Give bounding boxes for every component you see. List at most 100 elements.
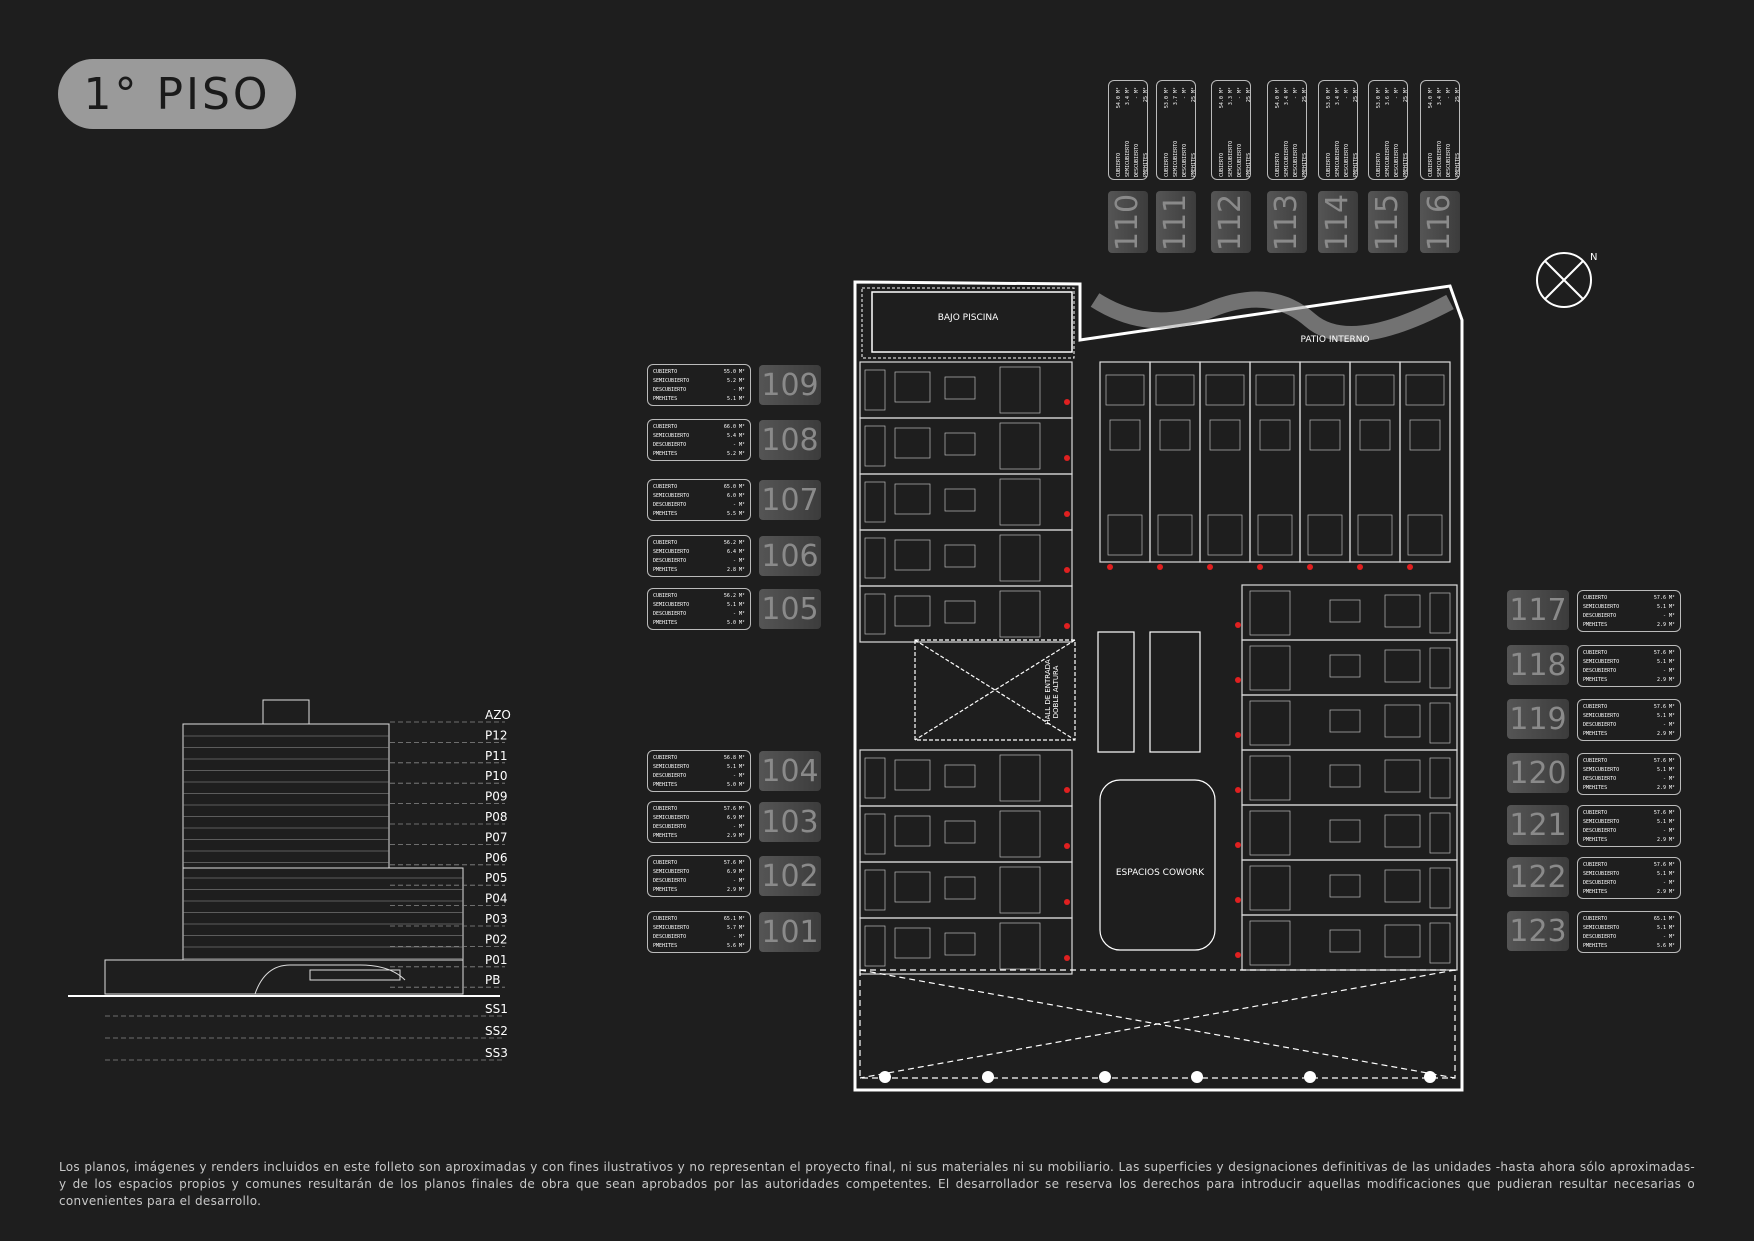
unit-121-number[interactable]: 121 — [1507, 805, 1569, 845]
area-row-label: SEMICUBIERTO — [653, 378, 690, 384]
area-row-value: 65.0 M² — [723, 484, 745, 490]
area-row-label: PMEHITES — [1583, 837, 1608, 843]
level-label-p11: P11 — [485, 749, 508, 763]
area-row-label: CUBIERTO — [1583, 916, 1608, 922]
area-row-label: DESCUBIERTO — [1583, 880, 1617, 886]
area-row-value: 5.7 M² — [726, 925, 745, 931]
unit-104-number[interactable]: 104 — [759, 751, 821, 791]
unit-116-number[interactable]: 116 — [1420, 191, 1460, 253]
area-row-label: CUBIERTO — [1326, 152, 1332, 177]
unit-103-number[interactable]: 103 — [759, 802, 821, 842]
level-label-p04: P04 — [485, 892, 508, 906]
area-row-label: SEMICUBIERTO — [1437, 140, 1443, 177]
area-row-value: 5.0 M² — [726, 782, 745, 788]
area-row-value: 5.1 M² — [1656, 871, 1675, 877]
area-row-value: 5.1 M² — [1656, 819, 1675, 825]
area-row-value: 5.0 M² — [726, 620, 745, 626]
unit-117-number[interactable]: 117 — [1507, 590, 1569, 630]
area-row-label: PMEHITES — [653, 887, 678, 893]
unit-102-number[interactable]: 102 — [759, 856, 821, 896]
area-row-label: SEMICUBIERTO — [653, 493, 690, 499]
hall-label: HALL DE ENTRADA — [1044, 659, 1052, 725]
area-row-value: 3.7 M² — [1173, 87, 1179, 106]
area-row-label: SEMICUBIERTO — [1583, 713, 1620, 719]
area-row-value: 57.6 M² — [723, 860, 745, 866]
level-label-p08: P08 — [485, 810, 508, 824]
level-label-pb: PB — [485, 973, 500, 987]
area-row-value: - M² — [732, 558, 745, 564]
area-row-value: - M² — [1446, 87, 1452, 100]
unit-115-number[interactable]: 115 — [1368, 191, 1408, 253]
area-row-label: SEMICUBIERTO — [1125, 140, 1131, 177]
area-row-value: 5.1 M² — [726, 602, 745, 608]
unit-120-number[interactable]: 120 — [1507, 753, 1569, 793]
level-label-p01: P01 — [485, 953, 508, 967]
area-row-label: CUBIERTO — [653, 916, 678, 922]
area-row-label: SEMICUBIERTO — [653, 433, 690, 439]
area-row-label: DESCUBIERTO — [653, 611, 687, 617]
area-row-value: 57.6 M² — [1653, 650, 1675, 656]
area-row-label: CUBIERTO — [653, 593, 678, 599]
area-row-label: CUBIERTO — [653, 806, 678, 812]
unit-118-number[interactable]: 118 — [1507, 645, 1569, 685]
area-row-label: DESCUBIERTO — [1583, 776, 1617, 782]
unit-106-number[interactable]: 106 — [759, 536, 821, 576]
area-row-value: 57.6 M² — [1653, 595, 1675, 601]
area-row-label: PMEHITES — [1143, 152, 1149, 177]
area-row-value: - M² — [732, 773, 745, 779]
area-row-value: 5.4 M² — [726, 433, 745, 439]
area-row-label: PMEHITES — [1403, 152, 1409, 177]
page-title: 1° PISO — [58, 59, 296, 129]
area-row-label: PMEHITES — [1455, 152, 1461, 177]
level-label-ss3: SS3 — [485, 1046, 508, 1060]
area-row-value: 2.9 M² — [1656, 837, 1675, 843]
area-row-label: DESCUBIERTO — [1583, 934, 1617, 940]
area-row-label: SEMICUBIERTO — [653, 549, 690, 555]
unit-114-number[interactable]: 114 — [1318, 191, 1358, 253]
area-row-label: SEMICUBIERTO — [1583, 659, 1620, 665]
area-row-value: - M² — [1237, 87, 1243, 100]
area-row-label: SEMICUBIERTO — [653, 764, 690, 770]
area-row-value: - M² — [732, 502, 745, 508]
area-row-value: - M² — [1662, 668, 1675, 674]
area-row-value: 57.6 M² — [1653, 758, 1675, 764]
area-row-value: - M² — [1662, 613, 1675, 619]
area-row-label: PMEHITES — [1583, 943, 1608, 949]
area-row-label: CUBIERTO — [1164, 152, 1170, 177]
area-row-label: SEMICUBIERTO — [653, 869, 690, 875]
north-compass-icon: N — [1536, 252, 1597, 308]
unit-113-number[interactable]: 113 — [1267, 191, 1307, 253]
unit-105-number[interactable]: 105 — [759, 589, 821, 629]
area-row-label: CUBIERTO — [1376, 152, 1382, 177]
area-row-label: SEMICUBIERTO — [1228, 140, 1234, 177]
area-row-label: DESCUBIERTO — [1583, 828, 1617, 834]
area-row-value: 56.8 M² — [723, 755, 745, 761]
unit-110-number[interactable]: 110 — [1108, 191, 1148, 253]
unit-111-number[interactable]: 111 — [1156, 191, 1196, 253]
area-row-label: DESCUBIERTO — [653, 558, 687, 564]
unit-109-number[interactable]: 109 — [759, 365, 821, 405]
compass-north-label: N — [1590, 252, 1597, 263]
area-row-value: 25 M² — [1302, 87, 1308, 103]
area-row-value: - M² — [1293, 87, 1299, 100]
area-row-value: - M² — [732, 878, 745, 884]
area-row-label: DESCUBIERTO — [1583, 722, 1617, 728]
floor-plan: BAJO PISCINA PATIO INTERNO HALL DE ENTRA… — [853, 280, 1464, 1092]
unit-119-number[interactable]: 119 — [1507, 699, 1569, 739]
unit-108-number[interactable]: 108 — [759, 420, 821, 460]
area-row-label: CUBIERTO — [1428, 152, 1434, 177]
unit-112-number[interactable]: 112 — [1211, 191, 1251, 253]
unit-122-number[interactable]: 122 — [1507, 857, 1569, 897]
area-row-value: 6.9 M² — [726, 815, 745, 821]
unit-101-number[interactable]: 101 — [759, 912, 821, 952]
unit-107-number[interactable]: 107 — [759, 480, 821, 520]
area-row-label: DESCUBIERTO — [653, 387, 687, 393]
unit-123-number[interactable]: 123 — [1507, 911, 1569, 951]
area-row-label: PMEHITES — [1302, 152, 1308, 177]
